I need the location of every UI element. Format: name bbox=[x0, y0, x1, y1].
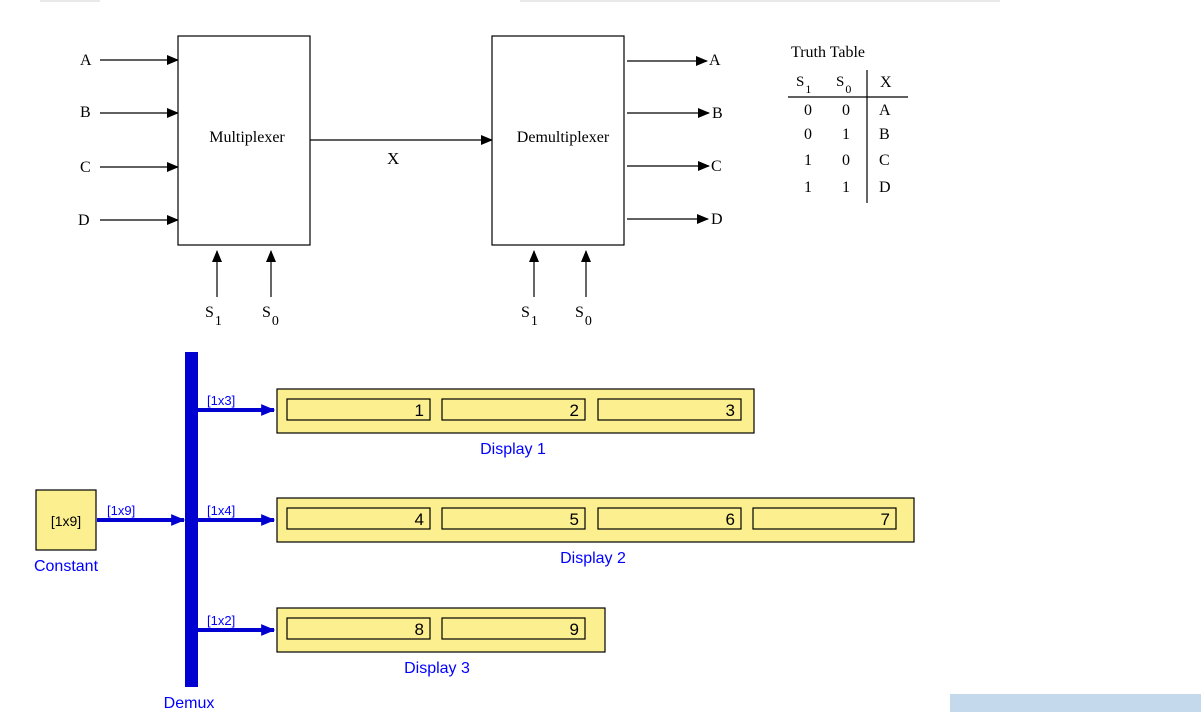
faint-header-line-right bbox=[520, 0, 1000, 2]
simulink-model: [1x9] Constant [1x9] Demux [1x3] 1 2 3 D… bbox=[34, 352, 915, 712]
display-value: 7 bbox=[881, 510, 890, 529]
mux-select-s1-label: S1 bbox=[205, 304, 222, 329]
x-signal-label: X bbox=[387, 149, 399, 168]
display-value: 2 bbox=[570, 401, 579, 420]
display-value: 3 bbox=[726, 401, 735, 420]
display-value: 9 bbox=[570, 620, 579, 639]
display-branch-2: [1x4] 4 5 6 7 Display 2 bbox=[198, 497, 915, 567]
display-value-cell bbox=[597, 507, 742, 530]
input-signal-dimension-label: [1x9] bbox=[107, 503, 135, 518]
truth-table-row: 0 0 A bbox=[804, 102, 891, 119]
mux-input-c: C bbox=[80, 159, 179, 176]
demux-output-label: A bbox=[709, 52, 721, 69]
mux-demux-diagram: A B C D Multiplexer X Demultiplexer A bbox=[78, 35, 723, 329]
display-value-cell bbox=[286, 398, 431, 421]
multiplexer-block bbox=[177, 35, 311, 246]
truth-table-cell-s0: 1 bbox=[842, 126, 850, 143]
branch-signal-dimension-label: [1x2] bbox=[207, 613, 235, 628]
truth-table-title: Truth Table bbox=[791, 44, 865, 61]
truth-table-cell-x: B bbox=[879, 126, 890, 143]
truth-table-cell-s1: 0 bbox=[804, 102, 812, 119]
branch-signal-dimension-label: [1x3] bbox=[207, 393, 235, 408]
faint-header-line-left bbox=[40, 0, 100, 2]
truth-table-row: 1 0 C bbox=[804, 152, 890, 169]
display-value-cell bbox=[752, 507, 897, 530]
truth-table-cell-s1: 1 bbox=[804, 179, 812, 196]
constant-label: Constant bbox=[34, 558, 99, 575]
display-label: Display 1 bbox=[480, 441, 546, 458]
display-value: 4 bbox=[415, 510, 424, 529]
display-branch-3: [1x2] 8 9 Display 3 bbox=[198, 607, 606, 677]
display-value-cell bbox=[286, 507, 431, 530]
truth-table-cell-x: D bbox=[879, 179, 891, 196]
display-value: 1 bbox=[415, 401, 424, 420]
demux-output-d: D bbox=[627, 211, 723, 228]
truth-table-cell-s1: 0 bbox=[804, 126, 812, 143]
truth-table-cell-s0: 0 bbox=[842, 152, 850, 169]
truth-table-cell-x: A bbox=[879, 102, 891, 119]
mux-input-label: C bbox=[80, 159, 91, 176]
truth-table-header-s0: S0 bbox=[836, 74, 851, 96]
demux-output-label: B bbox=[712, 105, 723, 122]
truth-table-cell-s1: 1 bbox=[804, 152, 812, 169]
mux-input-d: D bbox=[78, 212, 179, 229]
truth-table-row: 1 1 D bbox=[804, 179, 891, 196]
demultiplexer-label: Demultiplexer bbox=[517, 129, 610, 146]
display-value-cell bbox=[597, 398, 742, 421]
truth-table-header-s1: S1 bbox=[796, 74, 811, 96]
truth-table-cell-x: C bbox=[879, 152, 890, 169]
display-value: 6 bbox=[726, 510, 735, 529]
truth-table: Truth Table S1 S0 X 0 0 A 0 1 B 1 0 C 1 … bbox=[788, 44, 908, 203]
truth-table-cell-s0: 1 bbox=[842, 179, 850, 196]
display-value: 8 bbox=[415, 620, 424, 639]
mux-input-b: B bbox=[80, 104, 179, 121]
display-label: Display 2 bbox=[560, 550, 626, 567]
display-value: 5 bbox=[570, 510, 579, 529]
corner-panel bbox=[950, 694, 1201, 712]
multiplexer-label: Multiplexer bbox=[209, 129, 285, 146]
mux-input-label: B bbox=[80, 104, 91, 121]
demultiplexer-block bbox=[491, 35, 625, 246]
mux-select-s0-label: S0 bbox=[262, 304, 279, 329]
constant-block[interactable] bbox=[35, 489, 97, 551]
display-label: Display 3 bbox=[404, 660, 470, 677]
demux-block[interactable] bbox=[185, 352, 198, 687]
constant-block-value: [1x9] bbox=[51, 513, 81, 529]
demux-select-s0-label: S0 bbox=[575, 304, 592, 329]
display-value-cell bbox=[286, 617, 431, 640]
mux-input-label: A bbox=[80, 52, 92, 69]
truth-table-cell-s0: 0 bbox=[842, 102, 850, 119]
mux-input-a: A bbox=[80, 52, 179, 69]
demux-select-s1-label: S1 bbox=[521, 304, 538, 329]
display-value-cell bbox=[441, 617, 586, 640]
demux-output-b: B bbox=[627, 105, 723, 122]
branch-signal-dimension-label: [1x4] bbox=[207, 503, 235, 518]
demux-label: Demux bbox=[164, 695, 215, 712]
display-value-cell bbox=[441, 507, 586, 530]
demux-output-label: C bbox=[711, 158, 722, 175]
demux-output-c: C bbox=[627, 158, 722, 175]
truth-table-row: 0 1 B bbox=[804, 126, 890, 143]
display-block[interactable] bbox=[276, 388, 755, 434]
display-block[interactable] bbox=[276, 497, 915, 543]
demux-output-a: A bbox=[627, 52, 721, 69]
demux-output-label: D bbox=[711, 211, 723, 228]
mux-input-label: D bbox=[78, 212, 90, 229]
display-branch-1: [1x3] 1 2 3 Display 1 bbox=[198, 388, 755, 458]
display-value-cell bbox=[441, 398, 586, 421]
display-block[interactable] bbox=[276, 607, 606, 653]
truth-table-header-x: X bbox=[880, 74, 892, 91]
